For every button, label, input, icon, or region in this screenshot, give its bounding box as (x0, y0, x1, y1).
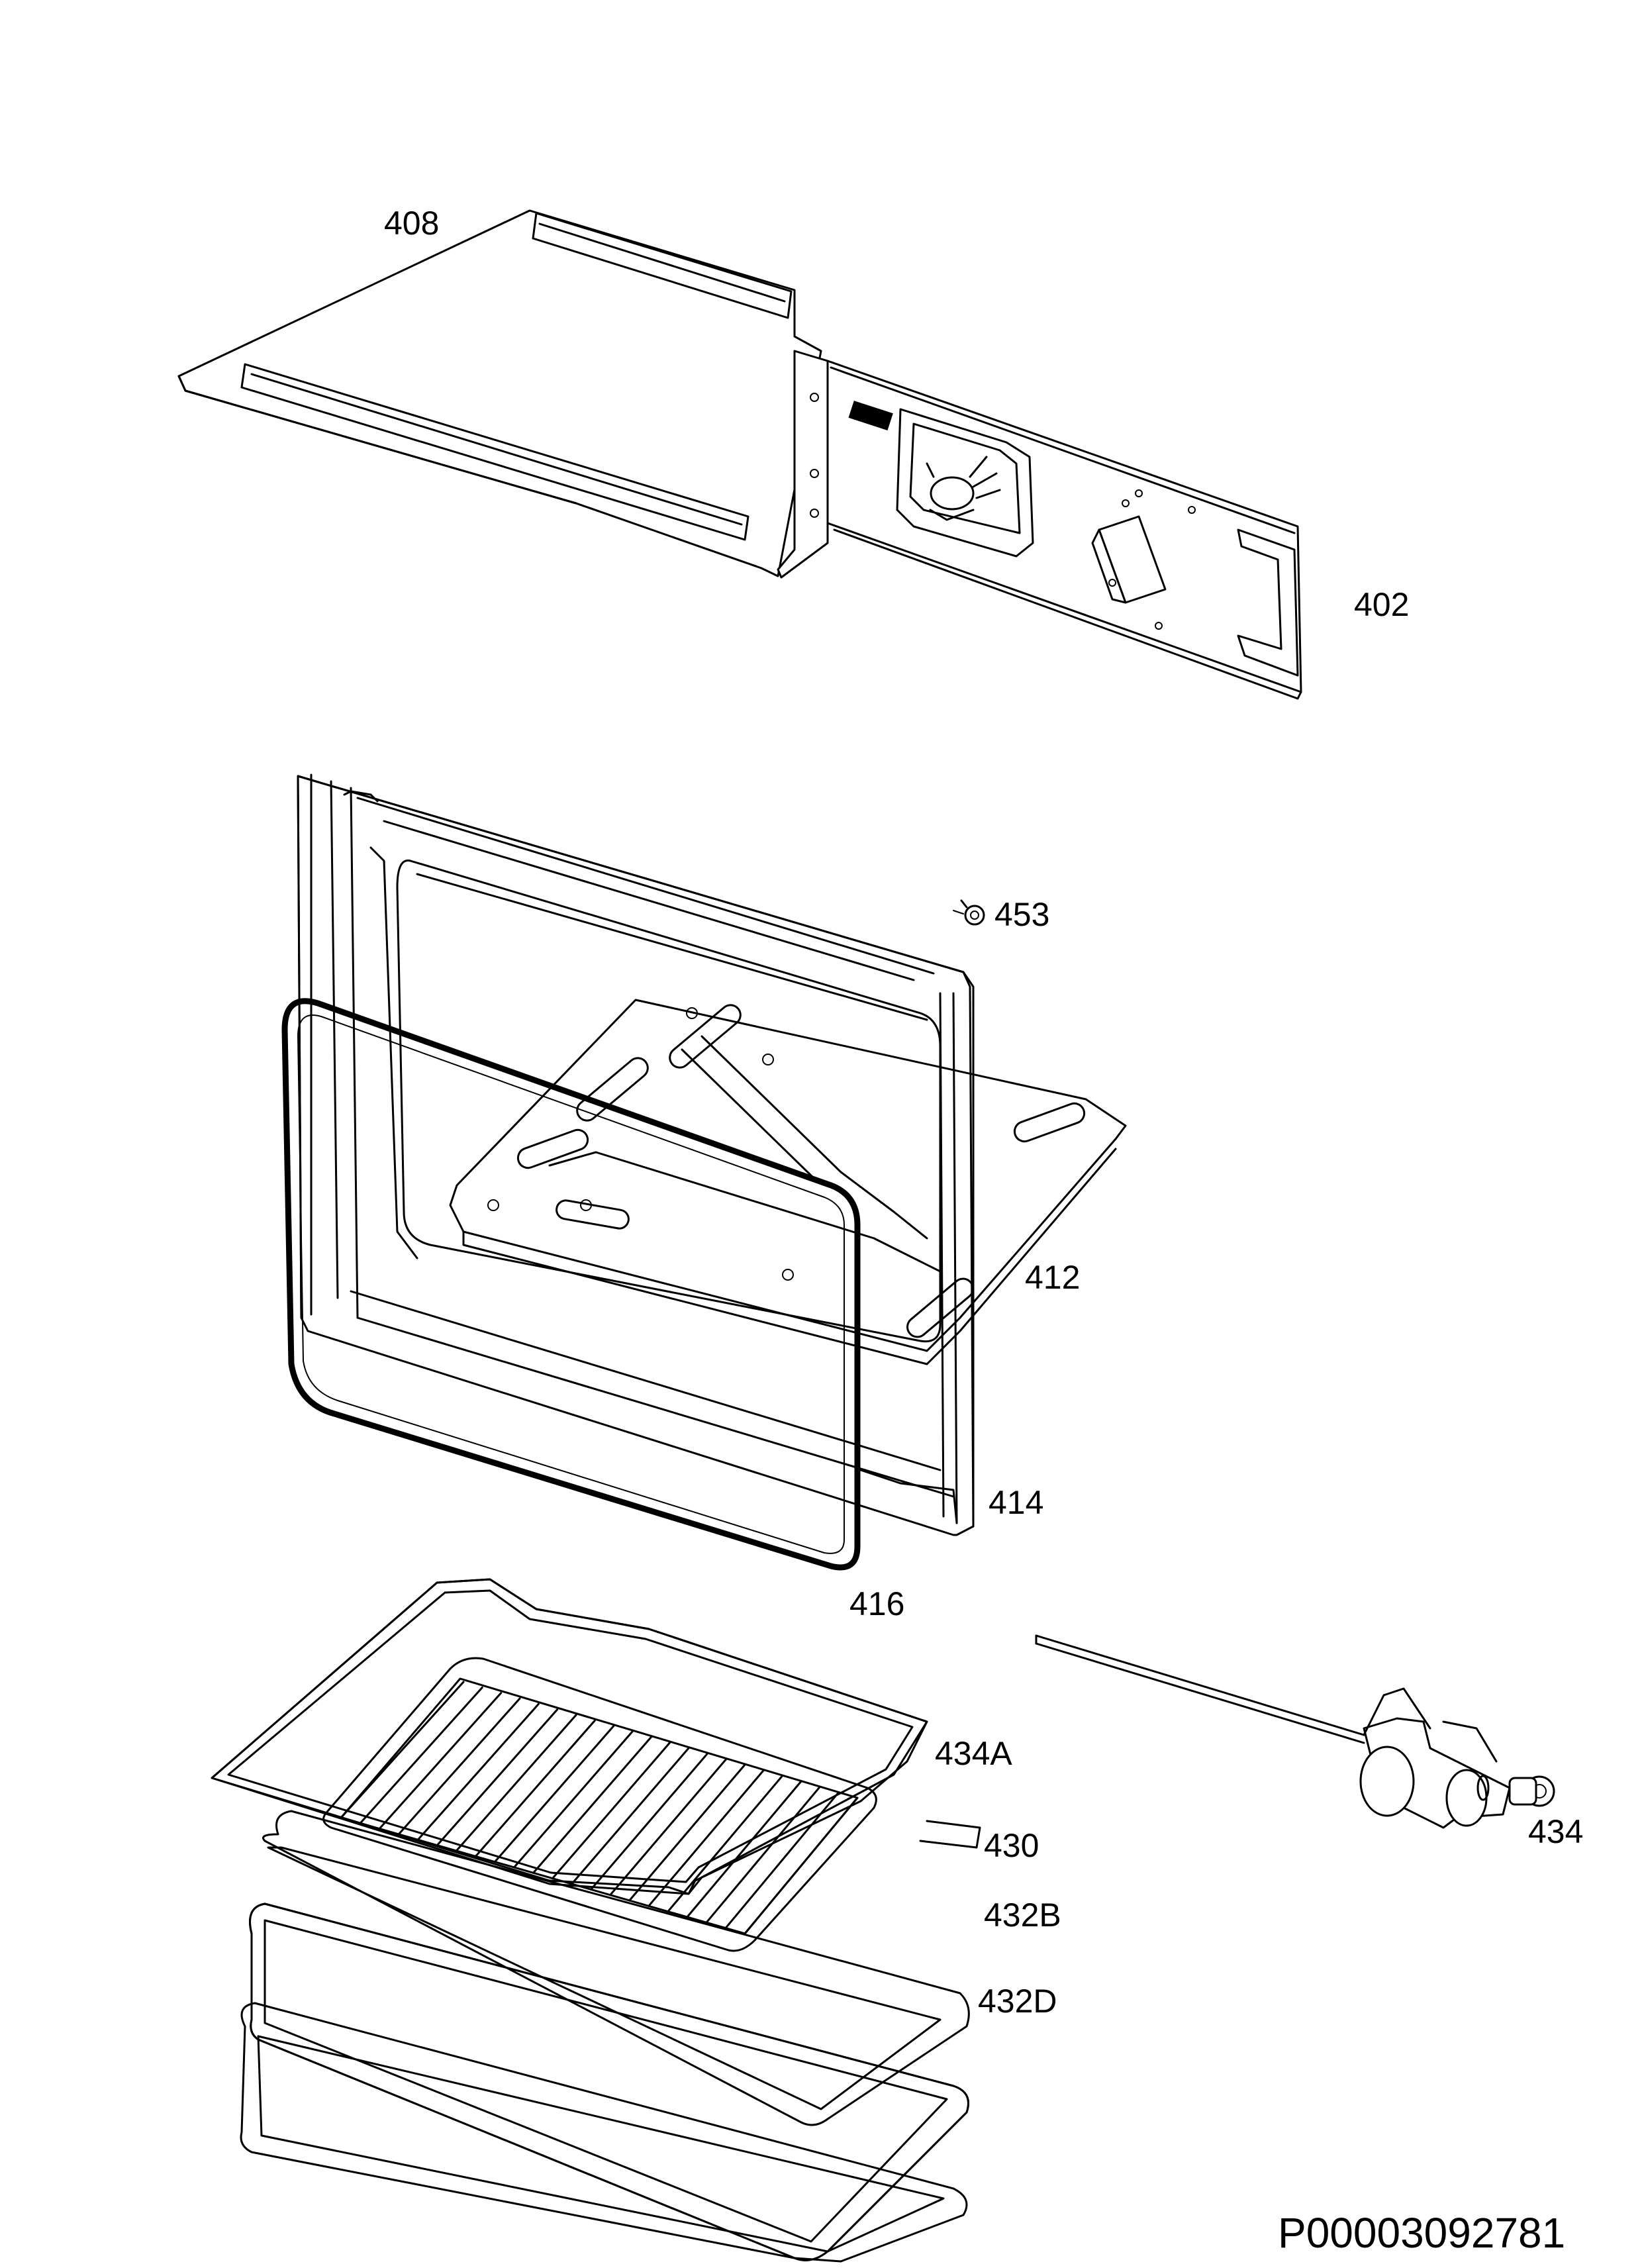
rack-bar (744, 1797, 859, 1935)
part-label-402: 402 (1354, 586, 1410, 623)
rack-bar (686, 1780, 802, 1918)
part-432D-deep-tray (240, 2002, 968, 2263)
part-label-432D: 432D (978, 1983, 1057, 2020)
part-432B-baking-tray (249, 1902, 969, 2261)
rack-bar (416, 1702, 540, 1841)
rack-bar (667, 1775, 784, 1913)
part-412-base-plate (449, 999, 1127, 1365)
part-402-control-bracket (826, 360, 1302, 700)
part-434A-wire-shelf (211, 1578, 928, 1895)
part-label-408: 408 (384, 205, 440, 242)
rack-bar (724, 1791, 840, 1930)
rack-bar (571, 1747, 690, 1885)
rack-bar (590, 1752, 708, 1891)
rack-bar (648, 1769, 765, 1907)
part-416-door-gasket (281, 998, 861, 1571)
rack-bar (474, 1719, 596, 1857)
part-label-430: 430 (984, 1827, 1039, 1864)
rack-bar (628, 1763, 746, 1902)
rack-bar (532, 1736, 652, 1874)
part-label-434: 434 (1528, 1813, 1584, 1850)
document-id: P00003092781 (1278, 2209, 1566, 2257)
part-label-416: 416 (849, 1585, 905, 1622)
rack-bar (397, 1697, 521, 1836)
part-label-412: 412 (1025, 1259, 1081, 1296)
rack-bar (512, 1730, 634, 1869)
part-434-rotisserie-spit (1035, 1634, 1555, 1829)
part-label-434A: 434A (935, 1735, 1012, 1772)
part-label-432B: 432B (984, 1897, 1061, 1934)
rack-bar (705, 1785, 821, 1924)
rack-bar (436, 1708, 559, 1847)
rack-bar (493, 1725, 615, 1863)
part-408-top-plate (177, 209, 829, 579)
leader-lines (953, 910, 964, 914)
part-453-screw (960, 899, 985, 926)
part-430-lower-rail (919, 1820, 981, 1849)
rack-bar (455, 1714, 577, 1852)
part-414-door-frame (297, 773, 975, 1536)
part-430-grill-rack (262, 1657, 970, 2126)
part-430-rack-bars (340, 1681, 859, 1935)
rack-bar (609, 1758, 728, 1897)
part-label-453: 453 (994, 896, 1050, 933)
rack-bar (340, 1681, 465, 1819)
rack-bar (359, 1686, 483, 1824)
rack-bar (378, 1692, 503, 1830)
part-label-414: 414 (989, 1484, 1044, 1521)
rack-bar (552, 1742, 671, 1880)
